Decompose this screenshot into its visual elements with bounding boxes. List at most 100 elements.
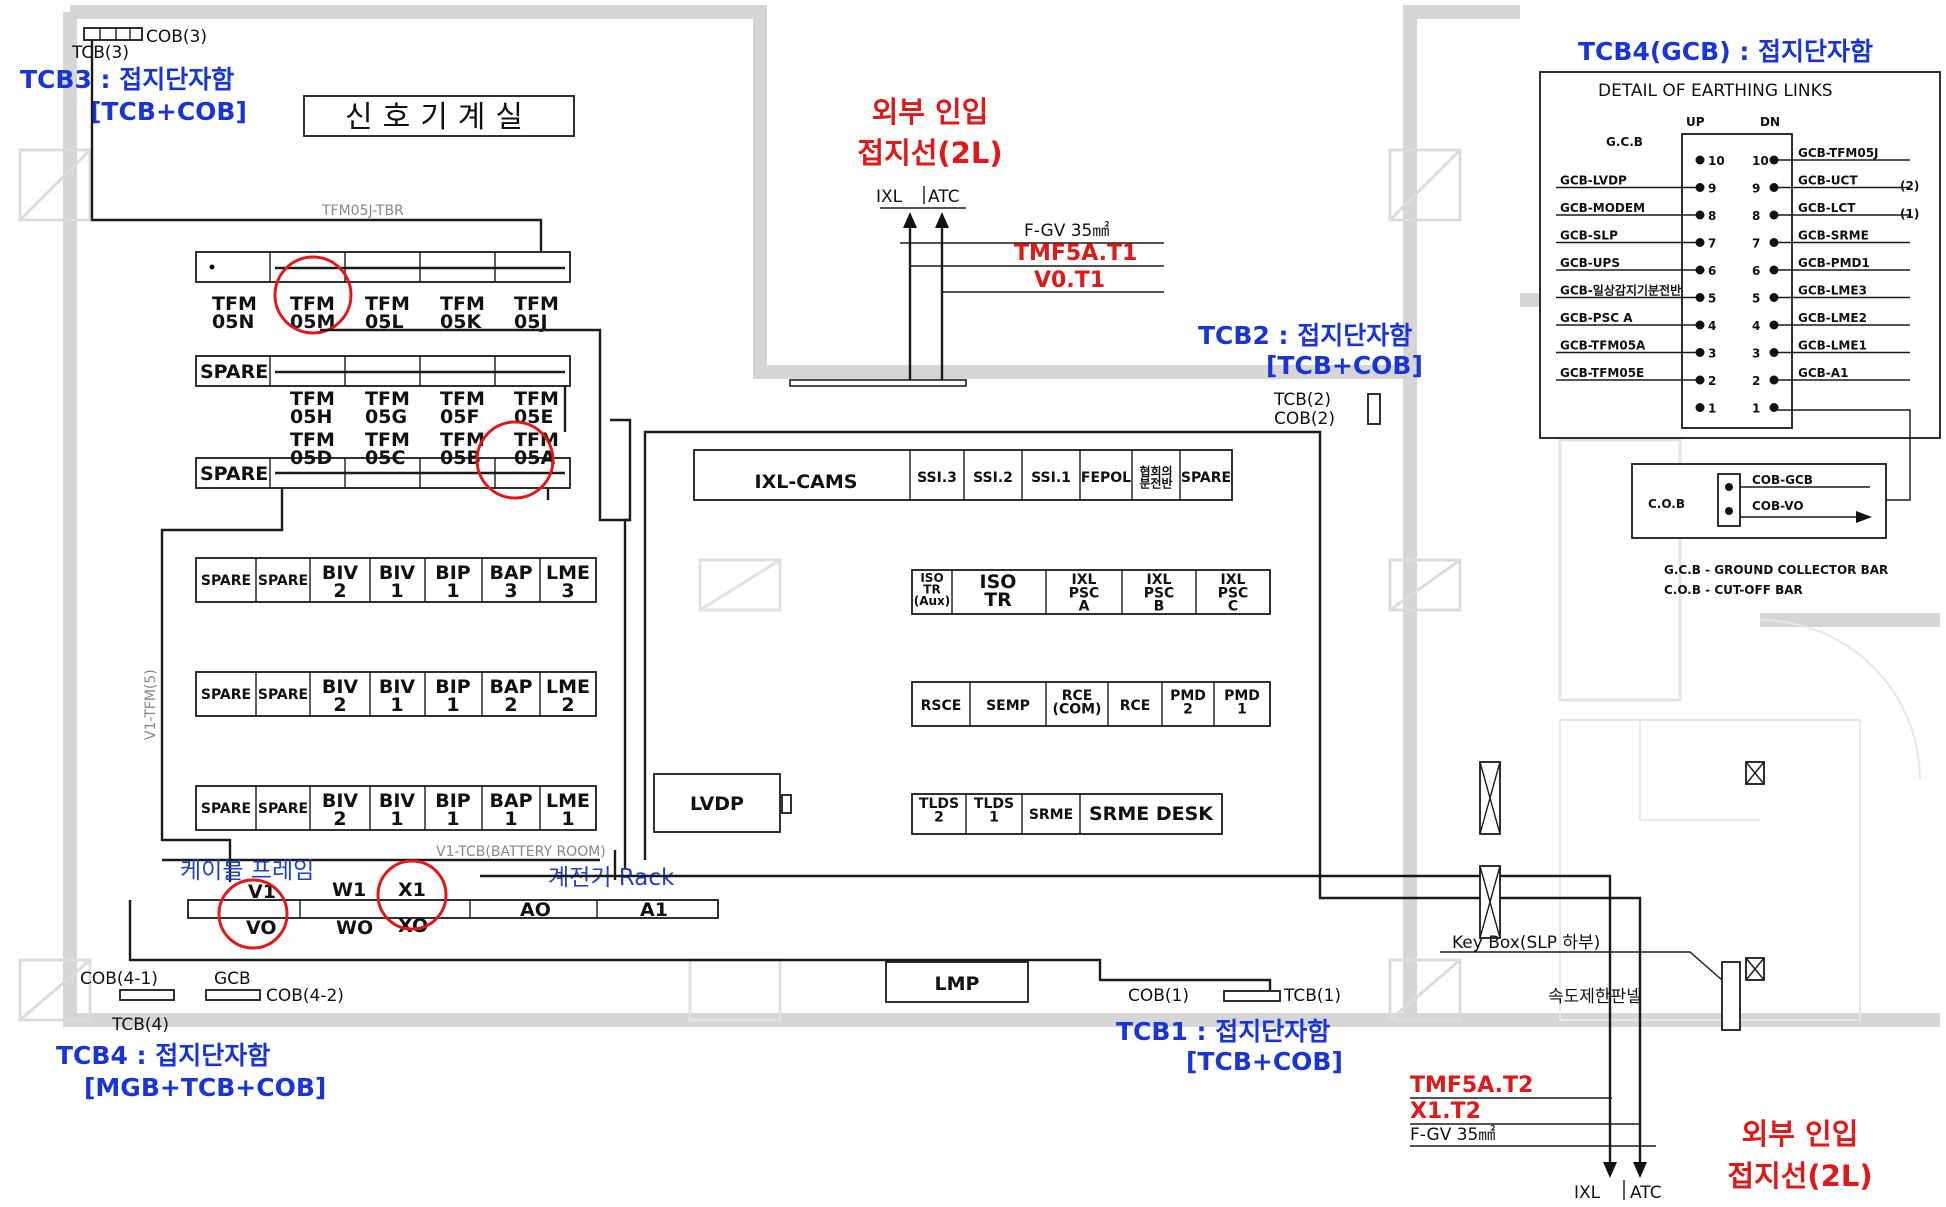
semp-label: SEMP — [986, 698, 1030, 714]
gcb-up-terminal — [1695, 403, 1705, 412]
srme-desk-label: SRME DESK — [1089, 803, 1214, 825]
gcb-dn-terminal — [1769, 265, 1779, 275]
gcb-up-number: 8 — [1708, 209, 1716, 223]
wire-tfm05j-tbr-label: TFM05J-TBR — [321, 203, 404, 219]
external-ground-bottom: TMF5A.T2 X1.T2 F-GV 35㎟ 외부 인입 접지선(2L) IX… — [1410, 1073, 1873, 1203]
ext1-t2: V0.T1 — [1034, 268, 1105, 293]
gcb-left-link-label: GCB-TFM05A — [1560, 339, 1646, 353]
ext2-t1: TMF5A.T2 — [1410, 1073, 1533, 1098]
srme-label: SRME — [1029, 807, 1073, 823]
gcb-up-number: 9 — [1708, 182, 1716, 196]
v1-tcb-label: V1-TCB(BATTERY ROOM) — [436, 844, 606, 860]
room-title: 신호기계실 — [345, 100, 533, 135]
gcb-left-link-label: GCB-LVDP — [1560, 174, 1627, 188]
tcb2-tcb-label: TCB(2) — [1273, 390, 1331, 410]
cob-gcb-label: COB-GCB — [1752, 473, 1813, 487]
wire-tcb4-tcb1 — [128, 900, 1272, 990]
gcb-up-number: 2 — [1708, 374, 1716, 388]
detail-gcb: G.C.B — [1606, 135, 1643, 149]
rsce-label: RSCE — [921, 698, 962, 714]
lvdp-label: LVDP — [690, 793, 744, 815]
rce-com-label: RCE(COM) — [1053, 688, 1102, 717]
ssi1-label: SSI.1 — [1031, 470, 1071, 486]
frame-v0: VO — [246, 917, 277, 939]
lmp-label: LMP — [935, 973, 980, 995]
ext1-t1: TMF5A.T1 — [1014, 241, 1137, 266]
row2-spare-label: SPARE — [200, 361, 268, 383]
cob-panel — [1631, 463, 1887, 539]
gcb-up-number: 3 — [1708, 347, 1716, 361]
tcb2-subtitle: [TCB+COB] — [1266, 351, 1423, 380]
frame-x0: XO — [398, 915, 428, 937]
tcb2-title: TCB2 : 접지단자함 — [1198, 321, 1412, 350]
gcb-up-terminal — [1695, 155, 1705, 165]
gcb-left-link-label: GCB-TFM05E — [1560, 366, 1644, 380]
rack2-c2: SPARE — [258, 687, 308, 703]
gcb-right-link-label: GCB-UCT — [1798, 174, 1858, 188]
row3-spare-label: SPARE — [200, 463, 268, 485]
gcb-up-terminal — [1695, 210, 1705, 220]
ext1-fgv: F-GV 35㎟ — [1024, 221, 1109, 241]
gcb-up-number: 6 — [1708, 264, 1716, 278]
ext2-title2: 접지선(2L) — [1727, 1159, 1872, 1193]
highlight-x1 — [376, 859, 448, 931]
gcb-dn-terminal — [1769, 183, 1779, 192]
gcb-right-link-label: GCB-A1 — [1798, 366, 1848, 380]
tcb4-cob41-label: COB(4-1) — [80, 969, 158, 989]
speed-panel-label: 속도제한판넬 — [1548, 987, 1642, 1007]
frame-v1: V1 — [248, 881, 276, 903]
gcb-dn-number: 3 — [1752, 347, 1760, 361]
gcb-right-link-label: GCB-LCT — [1798, 201, 1856, 215]
detail-p2: (2) — [1900, 179, 1919, 193]
gcb-dn-number: 1 — [1752, 402, 1760, 416]
tcb4-cob42-label: COB(4-2) — [266, 986, 344, 1006]
gcb-right-link-label: GCB-SRME — [1798, 229, 1869, 243]
ext2-title1: 외부 인입 — [1742, 1117, 1859, 1151]
tcb4-terminal-box: COB(4-1) GCB COB(4-2) TCB(4) TCB4 : 접지단자… — [56, 900, 1272, 1102]
gcb-dn-terminal — [1769, 210, 1779, 220]
gcb-dn-terminal — [1769, 320, 1779, 330]
gcb-dn-terminal — [1769, 155, 1779, 165]
cob-v0-label: COB-VO — [1752, 499, 1804, 513]
gcb-up-terminal — [1695, 265, 1705, 275]
tcb1-title: TCB1 : 접지단자함 — [1116, 1017, 1330, 1046]
tcb4-gcb-label: GCB — [214, 969, 251, 989]
room-title-box — [303, 95, 575, 137]
gcb-right-link-label: GCB-LME2 — [1798, 311, 1867, 325]
gcb-up-number: 10 — [1708, 154, 1725, 168]
detail-heading: DETAIL OF EARTHING LINKS — [1598, 81, 1833, 101]
legend-cob: C.O.B - CUT-OFF BAR — [1664, 583, 1803, 597]
tcb4-title: TCB4 : 접지단자함 — [56, 1041, 270, 1070]
gcb-dn-number: 7 — [1752, 237, 1760, 251]
detail-up: UP — [1686, 115, 1705, 129]
ext1-atc: ATC — [928, 187, 960, 207]
frame-a1: A1 — [640, 899, 668, 921]
gcb-up-terminal — [1695, 320, 1705, 330]
rack1-c2: SPARE — [258, 573, 308, 589]
gcb-right-link-label: GCB-TFM05J — [1798, 146, 1879, 160]
gcb-left-link-label: GCB-SLP — [1560, 229, 1618, 243]
rack2-c1: SPARE — [201, 687, 251, 703]
tcb3-subtitle: [TCB+COB] — [90, 97, 247, 126]
tcb3-tcb-label: TCB(3) — [71, 43, 129, 63]
ext2-t2: X1.T2 — [1410, 1099, 1481, 1124]
detail-p1: (1) — [1900, 207, 1919, 221]
gcb-dn-number: 5 — [1752, 292, 1760, 306]
